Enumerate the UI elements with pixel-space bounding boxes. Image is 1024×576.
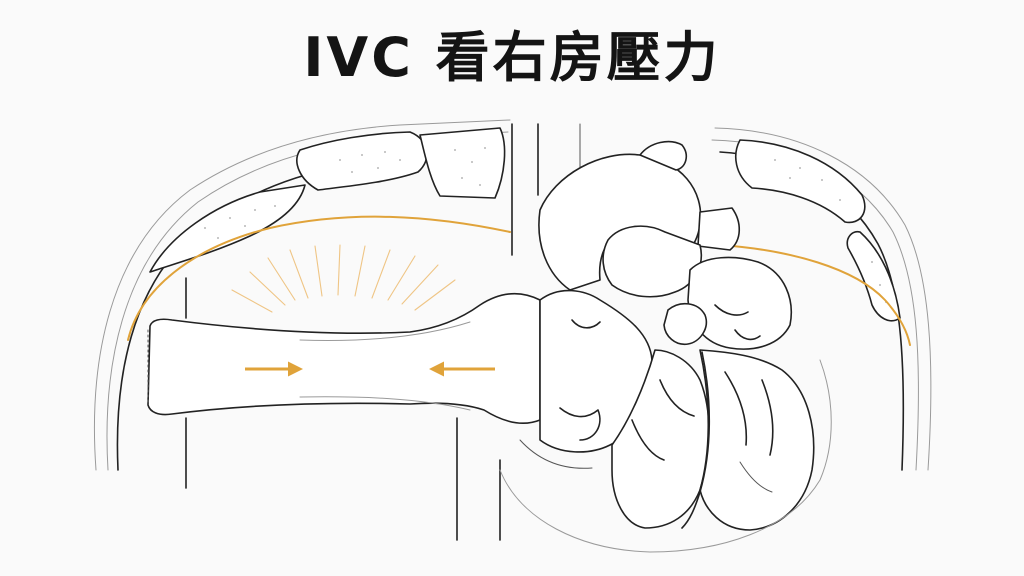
page-title: IVC 看右房壓力	[303, 26, 721, 89]
pulmonary-trunk	[602, 225, 702, 298]
pressure-rays	[231, 244, 456, 313]
rib-segment-left-2	[296, 131, 428, 191]
diaphragm-line-left	[127, 215, 511, 341]
spine-column-lines	[185, 277, 501, 541]
rib-segment-left-3	[419, 127, 506, 199]
heart	[519, 140, 815, 531]
rib-segment-right-1	[734, 139, 866, 224]
pericardium-outline	[499, 359, 832, 553]
left-atrium	[687, 256, 792, 350]
left-ventricle	[699, 349, 815, 531]
diaphragm-line-right	[719, 244, 911, 346]
aorta-column	[511, 123, 581, 256]
rib-segment-left-1	[149, 184, 306, 273]
ivc-vessel	[147, 292, 541, 425]
